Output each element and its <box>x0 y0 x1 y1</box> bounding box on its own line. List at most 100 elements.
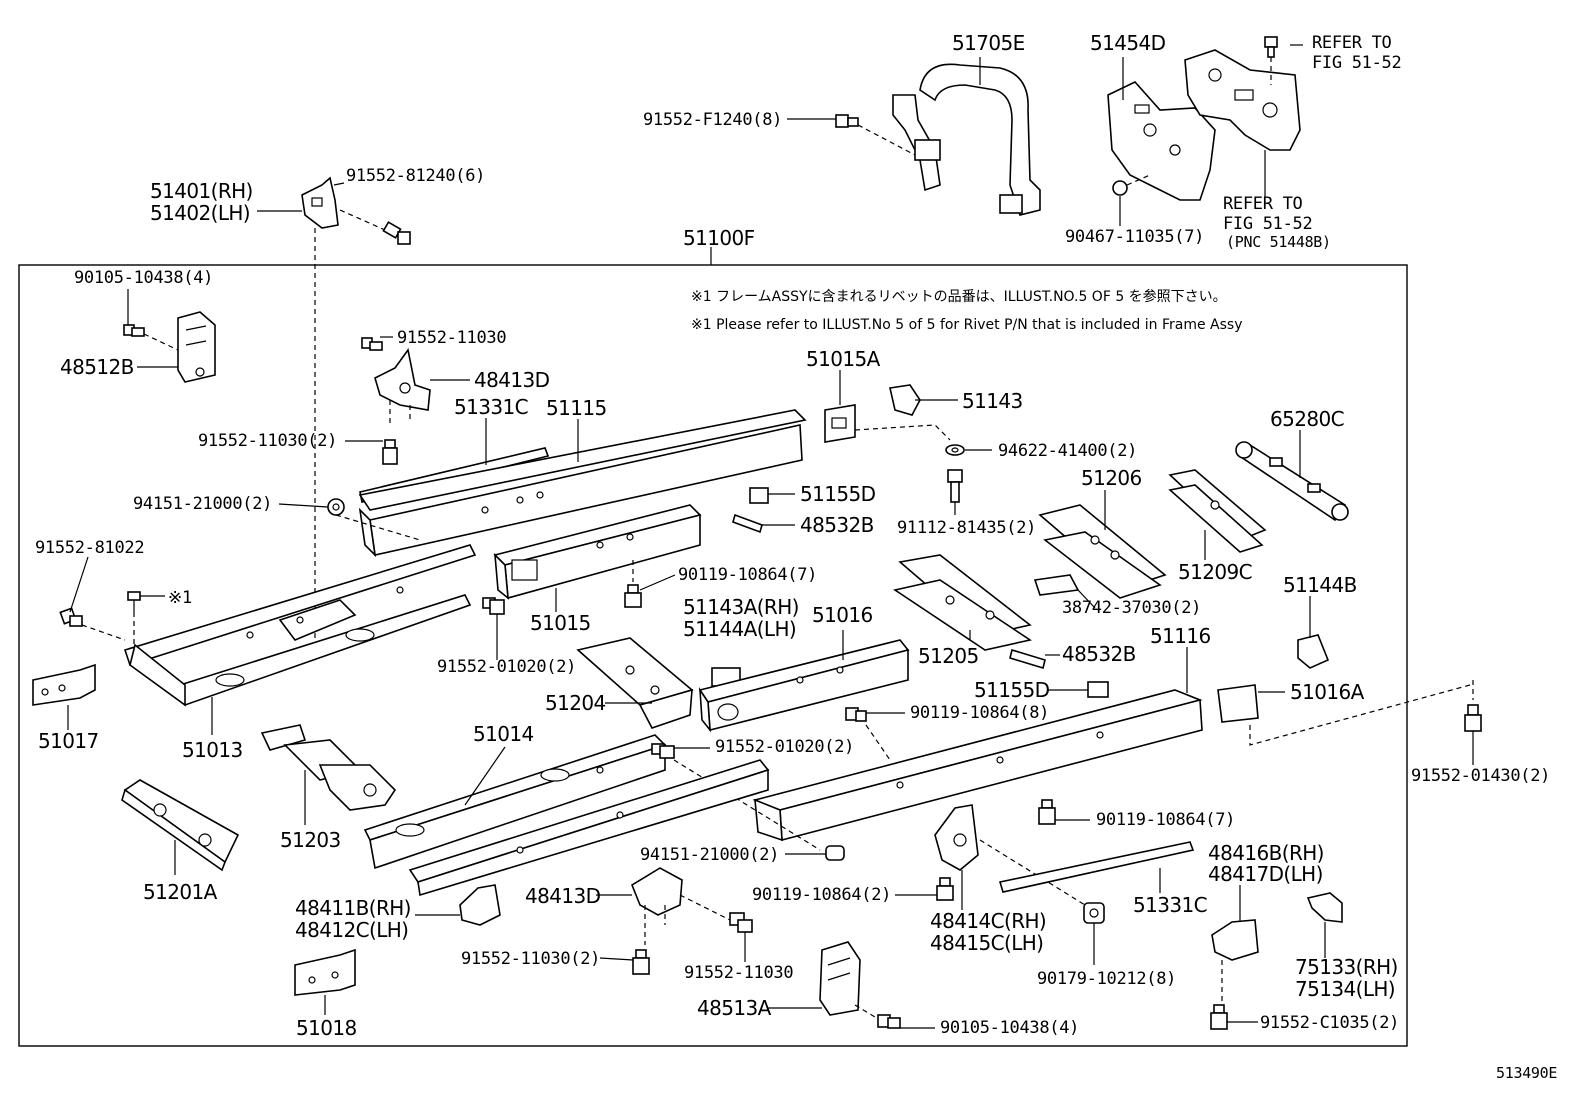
label-51014: 51014 <box>473 722 534 746</box>
label-51205: 51205 <box>918 644 979 668</box>
part-48414C-drawing <box>934 804 1086 906</box>
label-48532B-upper: 48532B <box>800 513 874 537</box>
label-f1240: 91552-F1240(8) <box>643 110 782 130</box>
label-01020a: 91552-01020(2) <box>437 657 576 677</box>
part-48512B-drawing <box>123 311 216 383</box>
label-51018: 51018 <box>296 1016 357 1040</box>
part-51015-drawing <box>493 504 702 600</box>
part-51014-drawing <box>363 734 667 870</box>
bolt-90119c-drawing <box>1038 799 1056 825</box>
part-48413D-upper-drawing <box>361 337 431 465</box>
part-51201A-drawing <box>121 779 240 872</box>
part-51204-drawing <box>576 637 694 729</box>
label-51201A: 51201A <box>143 880 218 904</box>
label-90105a: 90105-10438(4) <box>74 268 213 288</box>
bolt-91112-drawing <box>947 469 963 503</box>
note-english: ※1 Please refer to ILLUST.No 5 of 5 for … <box>691 317 1242 333</box>
label-51401: 51401(RH) <box>150 179 253 203</box>
part-48413D-lower-drawing <box>631 867 753 975</box>
note-japanese: ※1 フレームASSYに含まれるリベットの品番は、ILLUST.NO.5 OF … <box>691 288 1227 305</box>
label-11030b: 91552-11030(2) <box>198 431 337 451</box>
label-51331C-lower: 51331C <box>1133 893 1207 917</box>
part-51454D-drawing <box>1107 81 1216 201</box>
bolt-01020-lower-drawing <box>651 743 821 851</box>
part-51705E-drawing <box>892 63 1041 216</box>
part-51209C-drawing <box>1168 469 1267 553</box>
rivet-90467-drawing <box>1112 174 1151 196</box>
part-48416B-drawing <box>1210 919 1259 1030</box>
rivet-mark-drawing <box>127 591 141 648</box>
label-48512B: 48512B <box>60 355 134 379</box>
bolt-90119b-drawing <box>845 707 891 761</box>
label-51144B: 51144B <box>1283 573 1357 597</box>
label-51331C-upper: 51331C <box>454 395 528 419</box>
part-65280C-drawing <box>1235 441 1349 522</box>
nut-94151-lower-drawing <box>825 845 845 861</box>
bolt-81022-drawing <box>59 607 126 641</box>
label-51209C: 51209C <box>1178 560 1252 584</box>
label-90179: 90179-10212(8) <box>1037 969 1176 989</box>
label-48417D: 48417D(LH) <box>1208 862 1323 886</box>
label-94151a: 94151-21000(2) <box>133 494 272 514</box>
part-51203-drawing <box>260 724 397 811</box>
label-51203: 51203 <box>280 828 341 852</box>
label-51705E: 51705E <box>952 31 1025 55</box>
label-11030a: 91552-11030 <box>397 328 506 348</box>
label-38742: 38742-37030(2) <box>1062 598 1201 618</box>
part-51143-drawing <box>889 384 921 416</box>
part-75133-drawing <box>1306 892 1343 923</box>
label-51015A: 51015A <box>806 347 881 371</box>
label-81022: 91552-81022 <box>35 538 144 558</box>
nut-90179-drawing <box>1083 902 1105 924</box>
label-01020b: 91552-01020(2) <box>715 737 854 757</box>
label-65280C: 65280C <box>1270 407 1344 431</box>
label-48412C: 48412C(LH) <box>295 918 408 942</box>
label-48416B: 48416B(RH) <box>1208 841 1324 865</box>
label-01430: 91552-01430(2) <box>1411 766 1550 786</box>
label-51204: 51204 <box>545 691 606 715</box>
part-51155D-upper-drawing <box>749 487 769 504</box>
frame-assy-box <box>18 264 1408 1047</box>
label-94151b: 94151-21000(2) <box>640 845 779 865</box>
label-90105b: 90105-10438(4) <box>940 1018 1079 1038</box>
bolt-refer-top-drawing <box>1264 36 1278 85</box>
bolt-90119a-drawing <box>624 560 642 608</box>
part-51016-drawing <box>698 639 910 733</box>
part-48532B-upper-drawing <box>732 513 763 534</box>
part-51331C-lower-drawing <box>998 841 1195 893</box>
label-90119a: 90119-10864(7) <box>678 565 817 585</box>
part-38742-drawing <box>1033 574 1080 596</box>
label-51155D-lower: 51155D <box>974 678 1050 702</box>
part-51155D-lower-drawing <box>1087 681 1109 698</box>
label-90119d: 90119-10864(2) <box>752 885 891 905</box>
label-90119c: 90119-10864(7) <box>1096 810 1235 830</box>
label-48414C: 48414C(RH) <box>930 909 1046 933</box>
part-51144B-drawing <box>1297 634 1330 669</box>
label-51016: 51016 <box>812 603 873 627</box>
part-51016A-drawing <box>1217 684 1471 746</box>
label-48413D-upper: 48413D <box>474 368 550 392</box>
part-51013-drawing <box>123 544 477 707</box>
label-51115: 51115 <box>546 396 607 420</box>
label-51016A: 51016A <box>1290 680 1365 704</box>
label-51155D-upper: 51155D <box>800 482 876 506</box>
label-refer-top-2: FIG 51-52 <box>1312 53 1401 73</box>
label-51454D: 51454D <box>1090 31 1166 55</box>
label-75133: 75133(RH) <box>1295 955 1398 979</box>
label-51206: 51206 <box>1081 466 1142 490</box>
label-91112: 91112-81435(2) <box>897 518 1036 538</box>
label-75134: 75134(LH) <box>1295 977 1395 1001</box>
label-94622: 94622-41400(2) <box>998 441 1137 461</box>
part-51401-drawing <box>301 176 411 650</box>
part-51205-drawing <box>892 554 1033 651</box>
label-51116: 51116 <box>1150 624 1211 648</box>
label-C1035: 91552-C1035(2) <box>1260 1013 1399 1033</box>
label-refer-right-2: FIG 51-52 <box>1223 214 1312 234</box>
part-48513A-drawing <box>819 941 901 1029</box>
label-refer-right-1: REFER TO <box>1223 194 1303 214</box>
label-48513A: 48513A <box>697 996 772 1020</box>
label-refer-right-3: (PNC 51448B) <box>1226 233 1331 251</box>
part-51115-drawing <box>358 409 807 558</box>
